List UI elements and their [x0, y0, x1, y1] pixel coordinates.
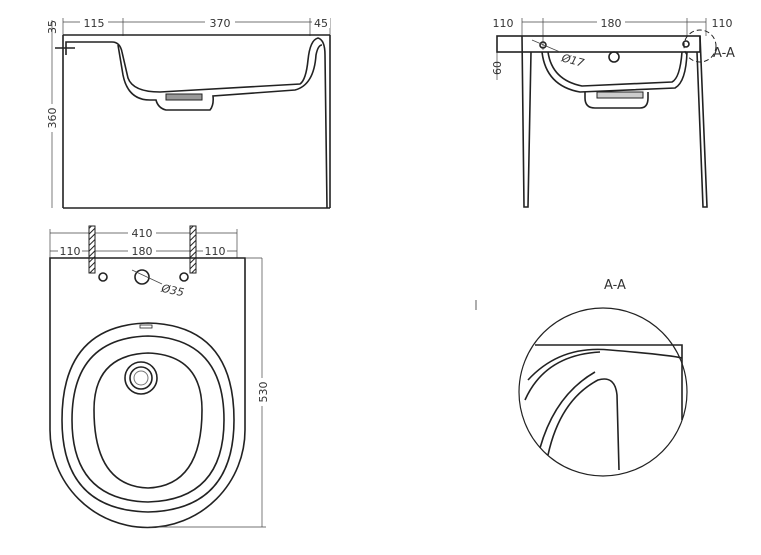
dim-180: 180: [132, 245, 153, 258]
side-view: 110 180 110 60 Ø17 A-A: [491, 16, 735, 208]
top-view: 410 110 180 110 530 Ø35: [49, 225, 270, 529]
dim-115: 115: [84, 17, 105, 30]
dim-360: 360: [46, 108, 59, 129]
dim-hole-35: Ø35: [159, 282, 185, 300]
dim-110-left: 110: [60, 245, 81, 258]
dim-180: 180: [601, 17, 622, 30]
detail-title: A-A: [604, 278, 626, 293]
dim-hole-17: Ø17: [559, 51, 585, 70]
front-view: 115 370 45 35 360: [44, 16, 331, 209]
dim-110-right: 110: [712, 17, 733, 30]
section-label: A-A: [713, 46, 735, 61]
section-marker-circle: [683, 29, 717, 63]
dim-110-right: 110: [205, 245, 226, 258]
dim-410: 410: [132, 227, 153, 240]
dim-110-left: 110: [493, 17, 514, 30]
dim-370: 370: [210, 17, 231, 30]
dim-60: 60: [491, 61, 504, 75]
detail-view: A-A: [475, 278, 688, 477]
dim-45: 45: [314, 17, 328, 30]
dim-530: 530: [257, 382, 270, 403]
dim-35: 35: [46, 20, 59, 34]
